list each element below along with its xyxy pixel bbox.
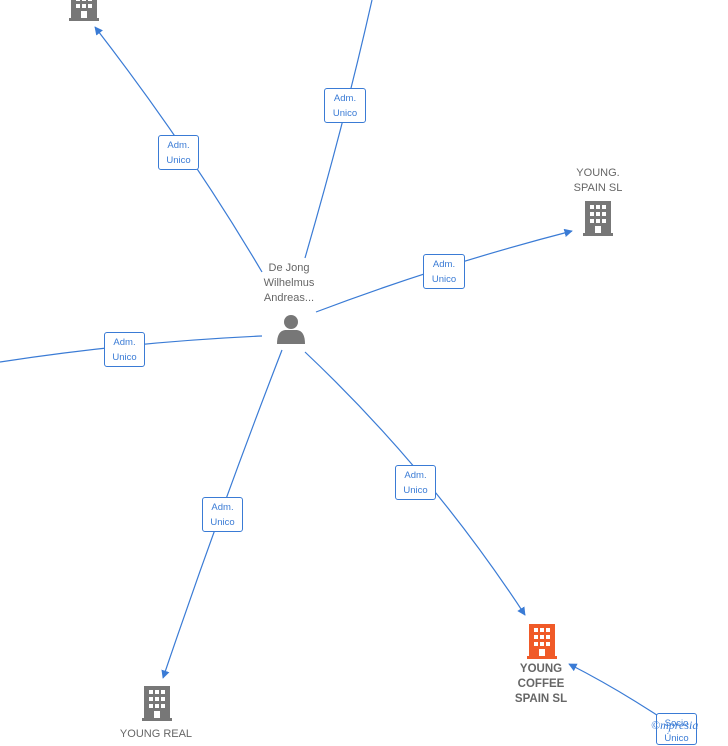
company-label-young-real: YOUNG REAL (119, 728, 193, 740)
person-label: De Jong Wilhelmus Andreas... (263, 262, 315, 304)
person-icon (277, 315, 305, 344)
building-icon (583, 201, 613, 236)
edge-label-adm-left[interactable]: Adm. Unico (104, 332, 145, 367)
person-node[interactable] (277, 315, 305, 344)
company-node-young-coffee[interactable] (527, 624, 557, 659)
edge-label-adm-top[interactable]: Adm. Unico (324, 88, 366, 123)
building-icon (527, 624, 557, 659)
company-node-young-spain[interactable] (583, 201, 613, 236)
edge-label-adm-top-left[interactable]: Adm. Unico (158, 135, 199, 170)
company-node-young-real[interactable] (142, 686, 172, 721)
empresia-watermark: ©mpresia (651, 718, 699, 732)
company-node-top-left[interactable] (69, 0, 99, 21)
edge-label-adm-young-spain[interactable]: Adm. Unico (423, 254, 465, 289)
building-icon (142, 686, 172, 721)
edge-label-adm-young-coffee[interactable]: Adm. Unico (395, 465, 436, 500)
company-label-young-coffee: YOUNG COFFEE SPAIN SL (514, 663, 568, 705)
company-label-young-spain: YOUNG. SPAIN SL (573, 167, 623, 194)
edge-top (304, 0, 373, 259)
building-icon (69, 0, 99, 21)
edge-label-adm-young-real[interactable]: Adm. Unico (202, 497, 243, 532)
